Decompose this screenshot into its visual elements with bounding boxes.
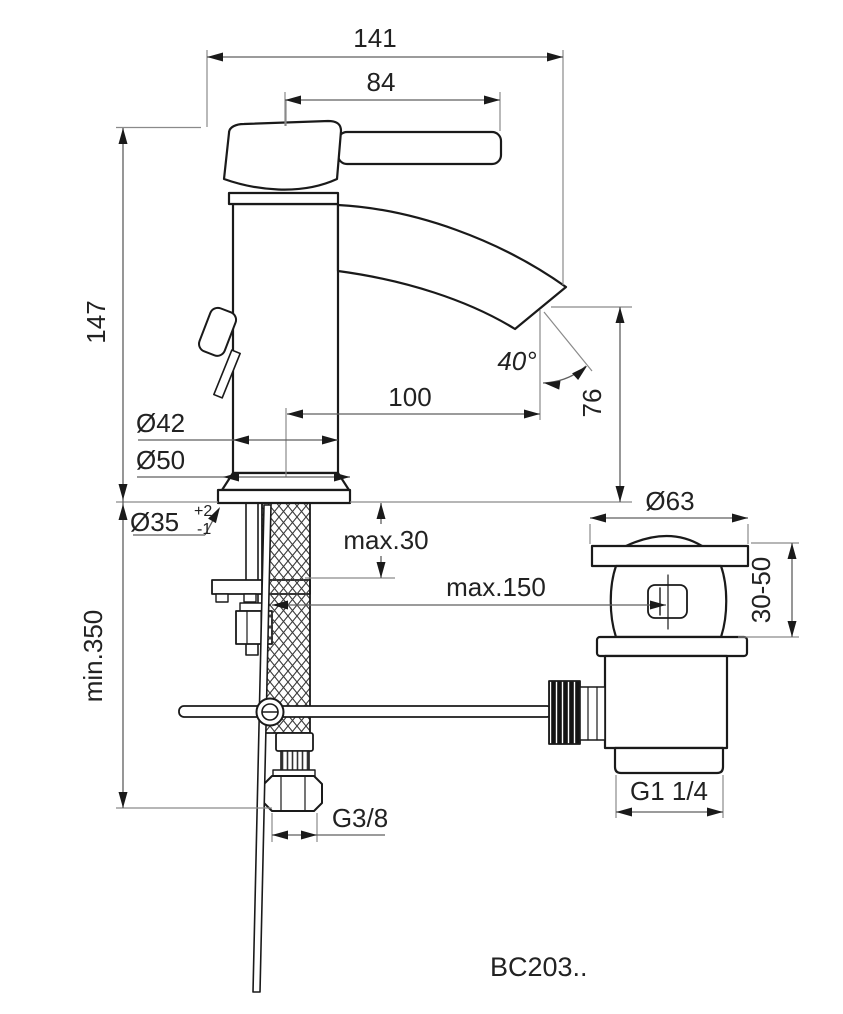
pull-rod — [178, 705, 553, 718]
product-code: BC203.. — [490, 952, 588, 982]
faucet-lever — [336, 130, 503, 166]
dim-label-d35-tol-plus: +2 — [194, 503, 212, 520]
dim-label-40deg: 40° — [497, 346, 536, 376]
faucet-spout — [336, 203, 568, 331]
drain-assembly — [548, 534, 750, 775]
dim-label-100: 100 — [388, 382, 431, 412]
drain-flange — [590, 544, 750, 568]
dim-label-d35: Ø35 — [130, 507, 179, 537]
dim-label-max150: max.150 — [446, 572, 546, 602]
dim-label-d50: Ø50 — [136, 445, 185, 475]
drain-tailpiece — [613, 746, 725, 775]
dim-label-147: 147 — [81, 300, 111, 343]
faucet-collar — [227, 191, 340, 206]
faucet-cap — [222, 119, 343, 191]
dim-label-max30: max.30 — [343, 525, 428, 555]
dim-label-g114: G1 1/4 — [630, 776, 708, 806]
dim-label-min350: min.350 — [78, 610, 108, 703]
supply-hose — [261, 502, 323, 812]
dim-label-d42: Ø42 — [136, 408, 185, 438]
dim-label-76: 76 — [577, 389, 607, 418]
drain-lower-flange — [595, 635, 749, 658]
faucet-base-plate — [216, 488, 352, 505]
drain-knob-link — [579, 686, 606, 741]
pop-up-paddle — [198, 306, 238, 357]
supply-nut-g38 — [263, 775, 323, 812]
dim-label-84: 84 — [367, 67, 396, 97]
dim-label-30-50: 30-50 — [746, 557, 776, 624]
rod-grommet — [255, 697, 285, 727]
faucet — [198, 119, 568, 505]
pop-up-rod — [252, 504, 272, 993]
drain-knurled-knob — [548, 680, 581, 745]
dim-label-d63: Ø63 — [645, 486, 694, 516]
dim-label-141: 141 — [353, 23, 396, 53]
dim-label-d35-tol-minus: -1 — [197, 521, 211, 538]
dim-label-g38: G3/8 — [332, 803, 388, 833]
drain-plug-dome — [624, 534, 704, 548]
drain-lower-body — [603, 654, 729, 750]
